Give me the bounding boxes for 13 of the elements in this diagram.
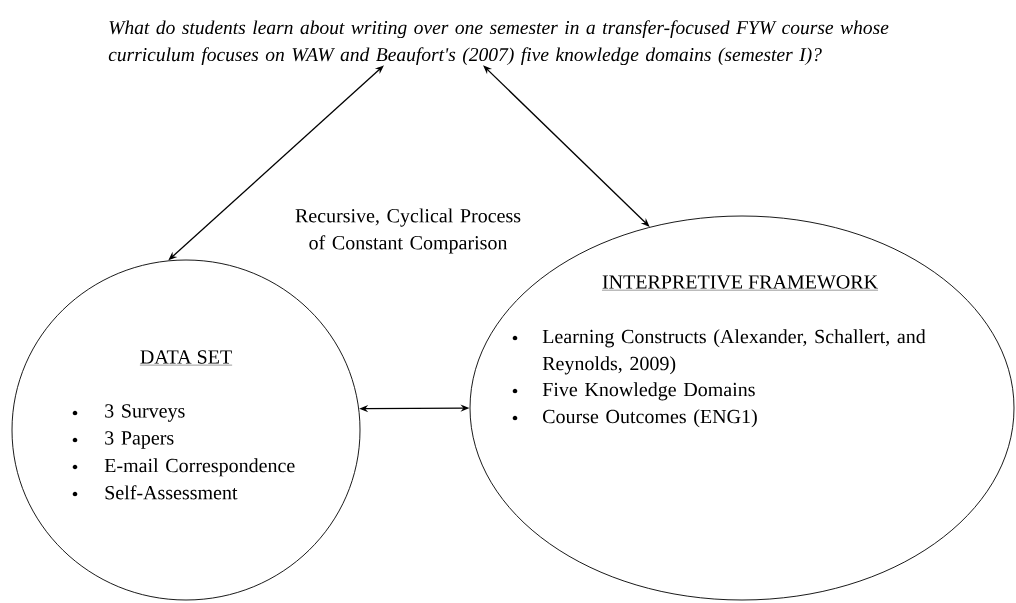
heading: DATA SET xyxy=(139,350,233,366)
list-item: Course Outcomes (ENG1) xyxy=(512,409,757,428)
list-item: Five Knowledge Domains xyxy=(512,382,755,401)
arrow xyxy=(483,65,650,227)
list-item: 3 Papers xyxy=(72,431,174,449)
question-text: What do students learn about writing over one semester in a transfer-focused FYW course whose curriculum focuses on WAW and Beaufort's (2007) five knowledge domains (semester I)? xyxy=(108,20,889,66)
list-item: E-mail Correspondence xyxy=(72,458,295,477)
process-label: Recursive, Cyclical Process of Constant Comparison xyxy=(295,208,521,254)
list-item: Learning Constructs (Alexander, Schallert, and Reynolds, 2009) xyxy=(512,329,926,375)
ellipse xyxy=(11,259,361,601)
heading: INTERPRETIVE FRAMEWORK xyxy=(601,275,879,291)
list-item: 3 Surveys xyxy=(72,404,185,422)
list-item: Self-Assessment xyxy=(72,485,238,500)
